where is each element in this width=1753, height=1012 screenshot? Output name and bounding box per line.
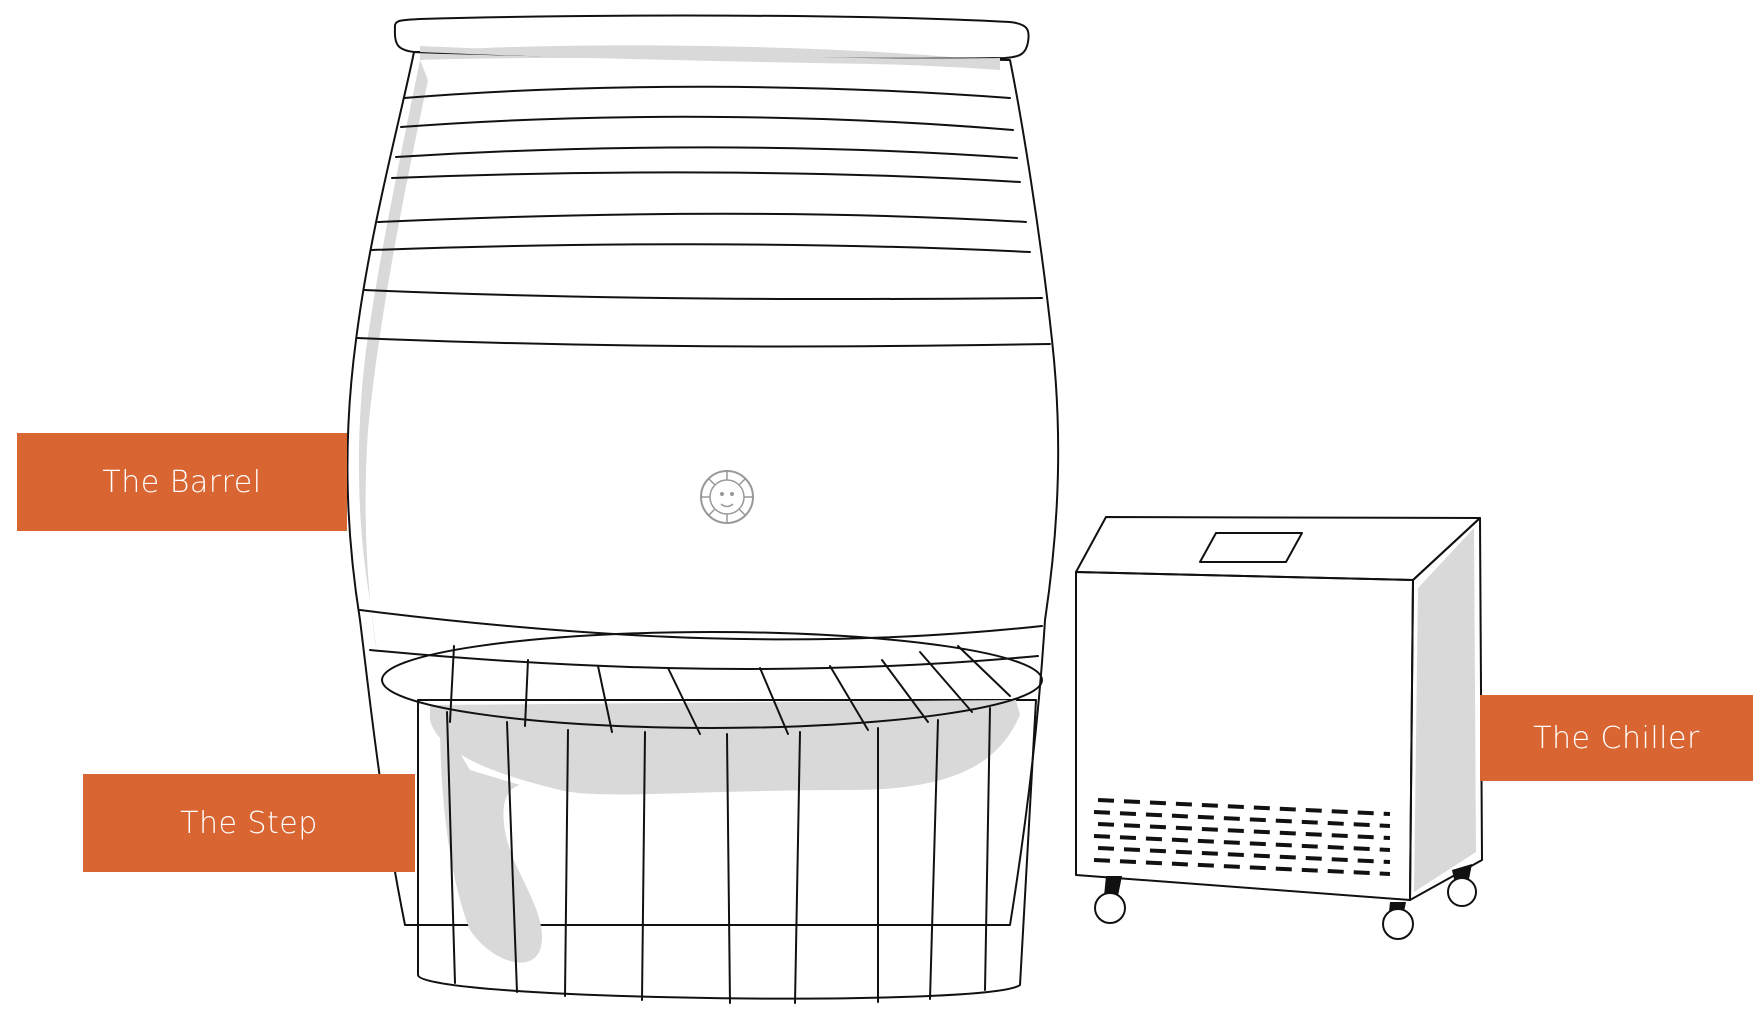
chiller-label: The Chiller	[1480, 695, 1753, 781]
barrel-label: The Barrel	[17, 433, 347, 531]
step-illustration	[382, 632, 1042, 1003]
brand-emblem-icon	[701, 471, 753, 523]
control-panel-display	[1200, 533, 1302, 562]
step-label: The Step	[83, 774, 415, 872]
chiller-caster-right	[1448, 864, 1476, 906]
chiller-vents	[1094, 800, 1390, 874]
chiller-caster-middle	[1383, 902, 1413, 939]
chiller-caster-left	[1095, 876, 1125, 923]
chiller-illustration	[1076, 517, 1482, 939]
